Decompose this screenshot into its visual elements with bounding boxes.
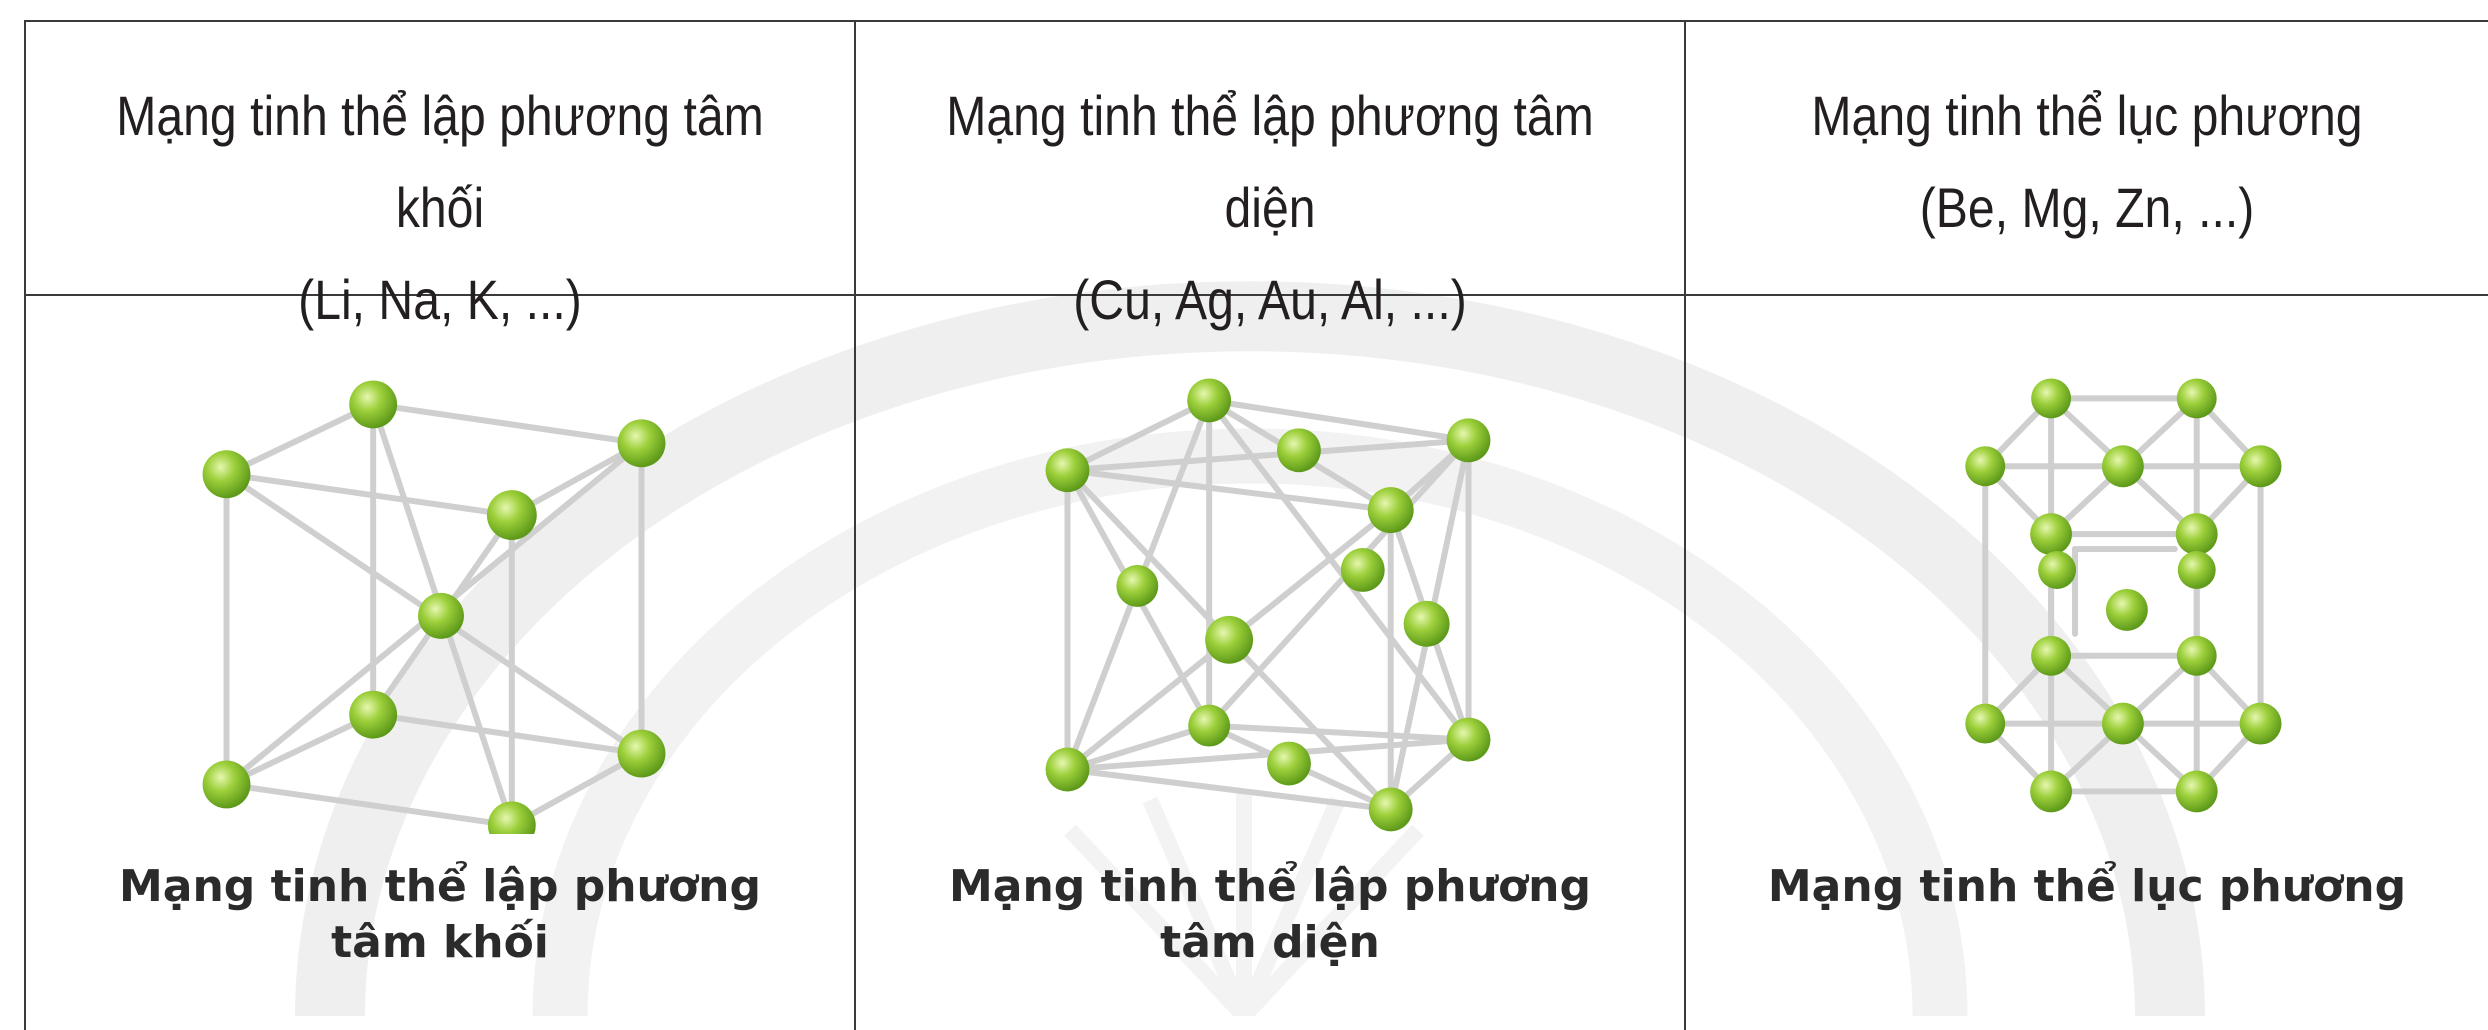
- lattice-comparison-table: Mạng tinh thể lập phương tâm khối (Li, N…: [24, 20, 2488, 1030]
- caption-fcc: Mạng tinh thể lập phương tâm diện: [856, 859, 1684, 971]
- header-cell-hcp: Mạng tinh thể lục phương (Be, Mg, Zn, ..…: [1684, 22, 2488, 294]
- table-header-row: Mạng tinh thể lập phương tâm khối (Li, N…: [24, 20, 2488, 331]
- caption-hcp-line1: Mạng tinh thể lục phương: [1767, 861, 2407, 912]
- header-examples-hcp: (Be, Mg, Zn, ...): [1919, 176, 2255, 239]
- header-cell-fcc: Mạng tinh thể lập phương tâm diện (Cu, A…: [854, 22, 1684, 331]
- body-cell-hcp: Mạng tinh thể lục phương: [1684, 294, 2488, 1030]
- caption-fcc-line1: Mạng tinh thể lập phương: [949, 861, 1591, 912]
- hexagonal-lattice-icon: [1965, 378, 2282, 813]
- table-body-row: Mạng tinh thể lập phương tâm khối: [24, 294, 2488, 1030]
- caption-bcc-line2: tâm khối: [331, 917, 549, 968]
- caption-hcp: Mạng tinh thể lục phương: [1686, 859, 2488, 915]
- header-title-bcc: Mạng tinh thể lập phương tâm khối: [116, 84, 764, 239]
- body-cell-fcc: Mạng tinh thể lập phương tâm diện: [854, 294, 1684, 1030]
- body-centered-cubic-lattice-icon: [202, 380, 666, 834]
- header-cell-bcc: Mạng tinh thể lập phương tâm khối (Li, N…: [24, 22, 854, 331]
- caption-bcc-line1: Mạng tinh thể lập phương: [119, 861, 761, 912]
- body-cell-bcc: Mạng tinh thể lập phương tâm khối: [24, 294, 854, 1030]
- face-centered-cubic-lattice-icon: [1045, 378, 1491, 832]
- header-title-hcp: Mạng tinh thể lục phương: [1811, 84, 2363, 147]
- caption-bcc: Mạng tinh thể lập phương tâm khối: [26, 859, 854, 971]
- header-title-fcc: Mạng tinh thể lập phương tâm diện: [946, 84, 1594, 239]
- caption-fcc-line2: tâm diện: [1160, 917, 1380, 968]
